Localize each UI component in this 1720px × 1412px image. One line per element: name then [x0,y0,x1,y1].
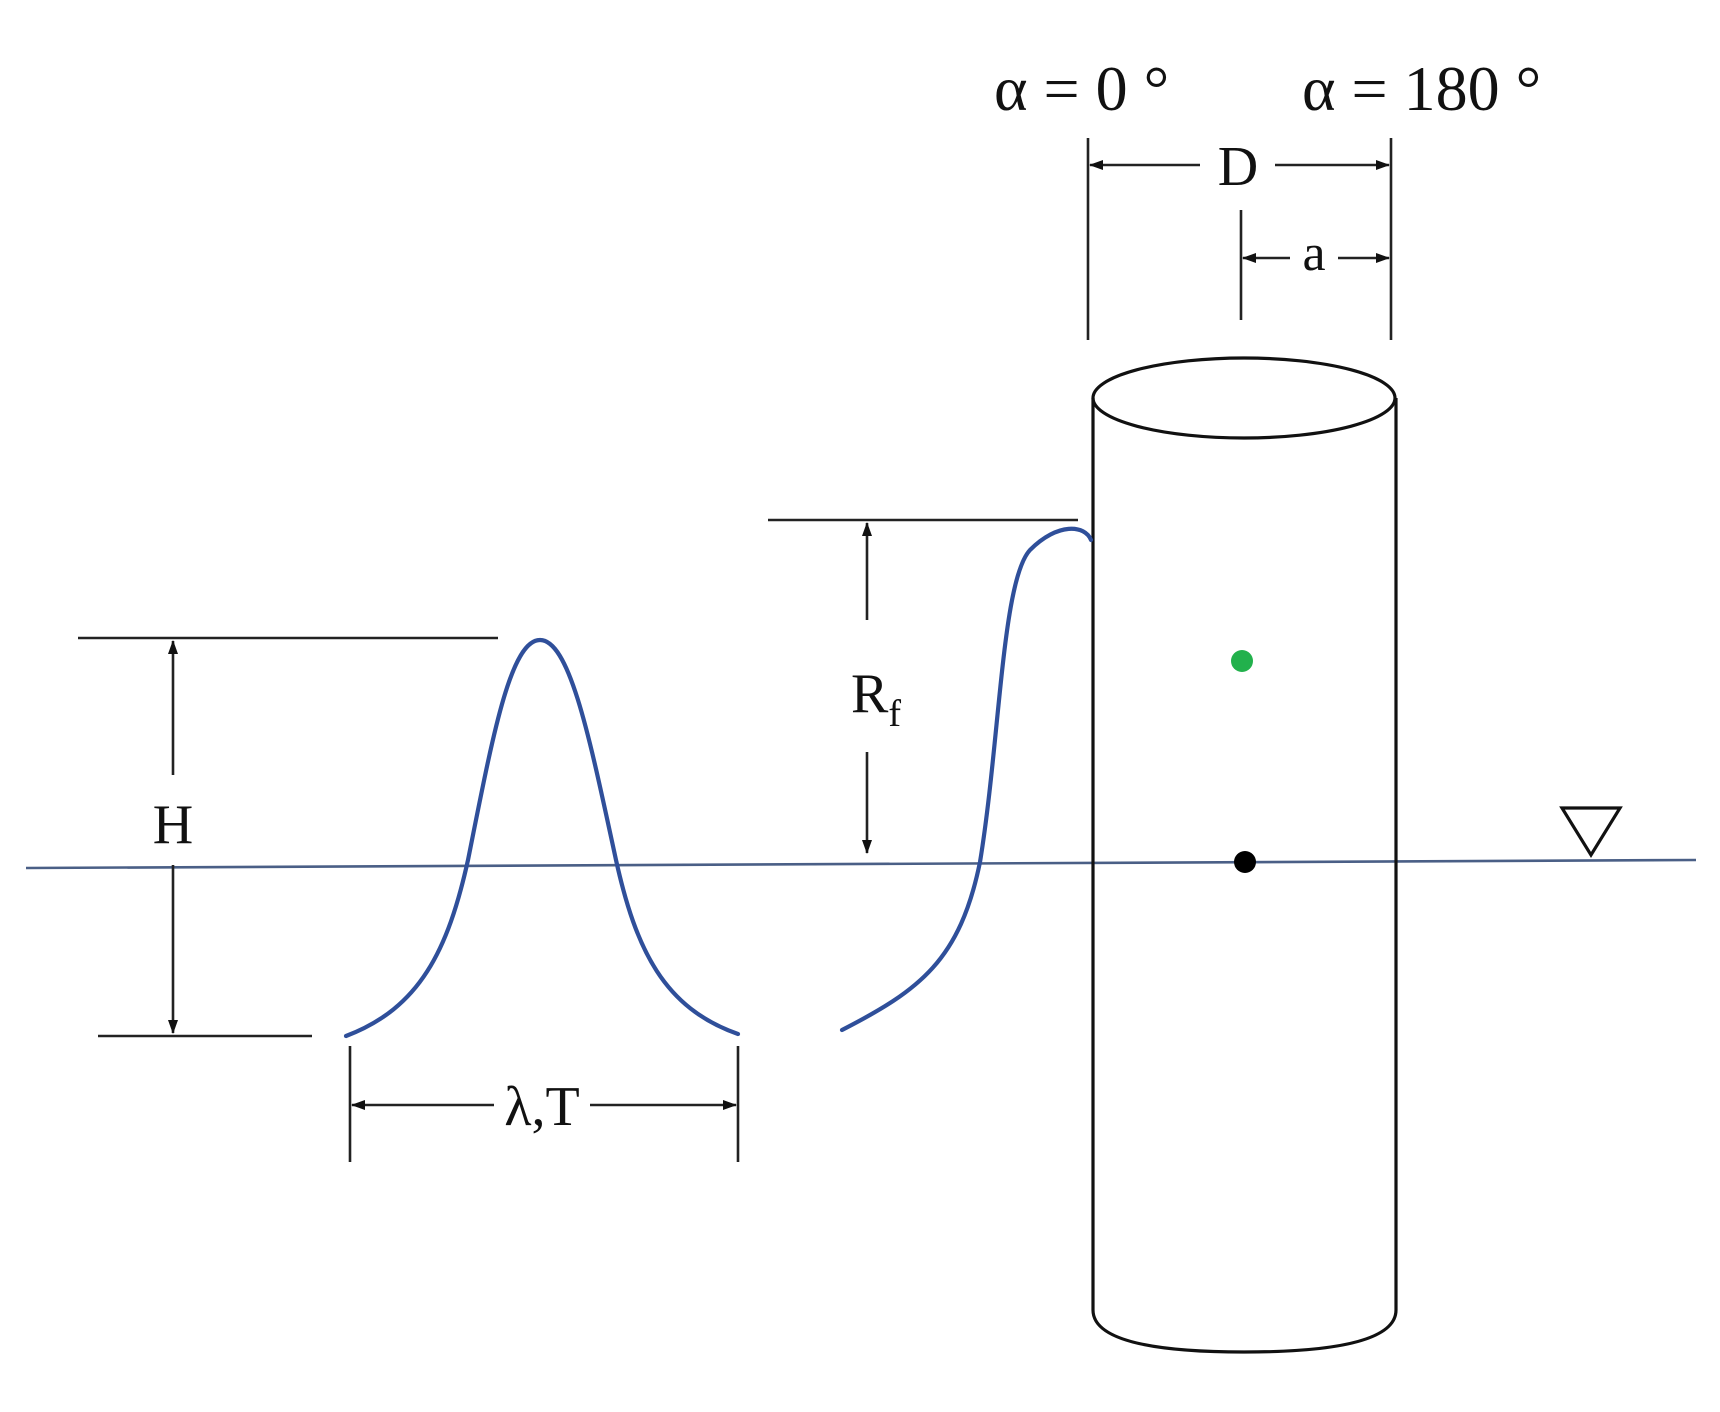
cylinder-top [1091,356,1397,440]
diameter-label: D [1218,136,1258,198]
wavelength-period-label: λ,T [504,1076,579,1138]
wave-height-label: H [153,794,193,856]
cylinder [1091,356,1398,1354]
cylinder-center-point-green [1231,650,1253,672]
cylinder-body [1091,398,1398,1354]
runup-label: Rf [851,663,901,735]
triangle-down-icon [1559,806,1623,859]
alpha-180-label: α = 180 ° [1302,53,1541,124]
runup-wave [839,526,1094,1033]
runup-label-main: R [851,663,889,725]
still-water-line [25,858,1697,870]
cylinder-axis-point-black [1234,851,1256,873]
radius-label: a [1302,225,1325,282]
alpha-zero-label: α = 0 ° [994,53,1169,124]
runup-label-sub: f [888,693,901,735]
incident-wave [343,637,741,1039]
